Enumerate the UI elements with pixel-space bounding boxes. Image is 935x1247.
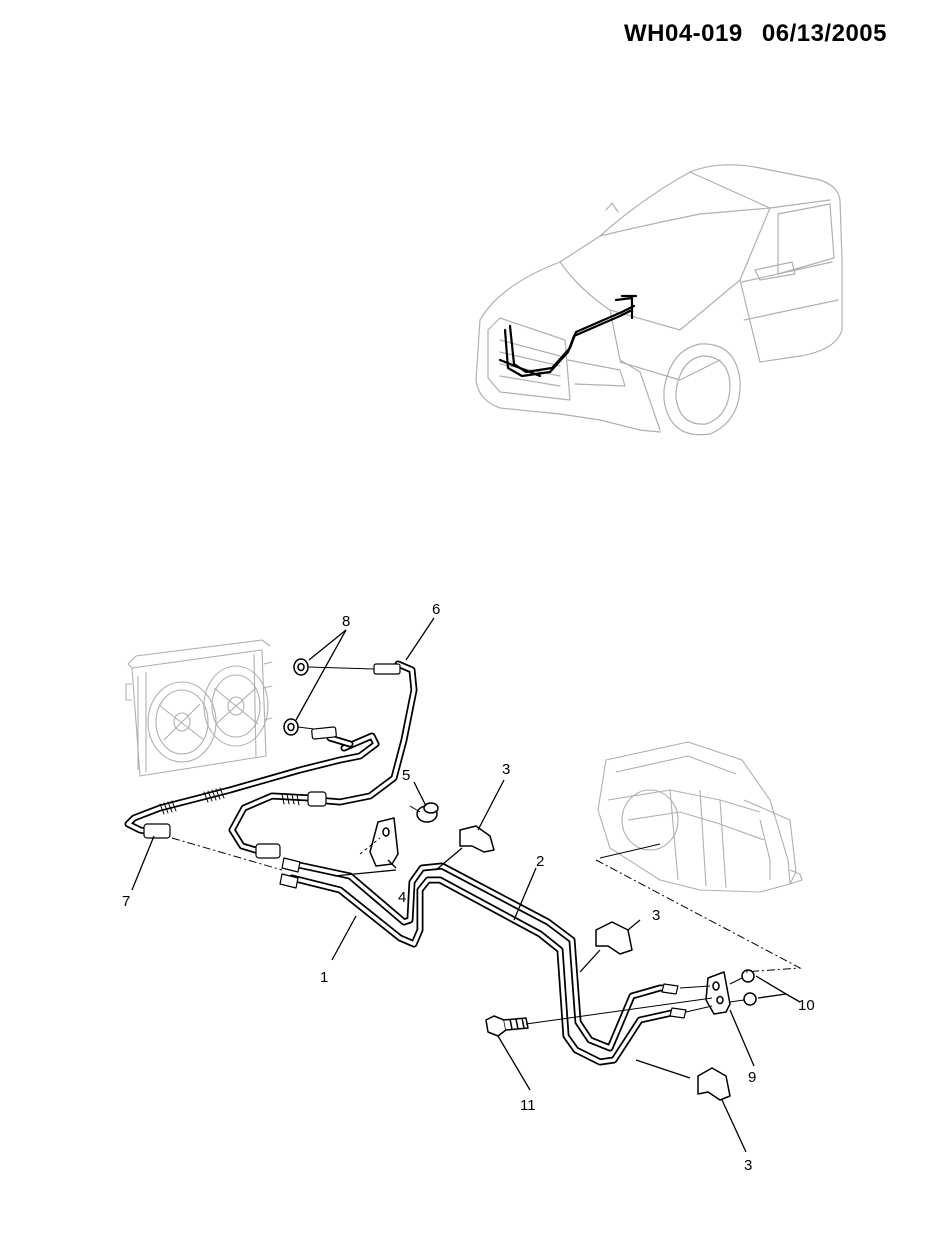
cooler-hose-lower: [124, 732, 380, 856]
callout-1: 1: [320, 969, 328, 986]
callout-9: 9: [748, 1069, 756, 1086]
document-id: WH04-019: [623, 20, 743, 47]
vehicle-overview: [475, 164, 843, 436]
callout-11: 11: [520, 1097, 536, 1114]
vehicle-cooler-lines: [498, 294, 638, 378]
callout-leaders: [131, 617, 801, 1153]
cooler-line-assembly: [124, 660, 687, 1066]
callout-7: 7: [122, 893, 130, 910]
assembly-lines: [171, 666, 802, 1025]
hose-sleeve-marks: [159, 787, 300, 815]
hose-fittings: [143, 663, 401, 859]
callout-2: 2: [536, 853, 544, 870]
callout-3c: 3: [744, 1157, 752, 1174]
document-header: WH04-019 06/13/2005: [624, 20, 887, 48]
part-bracket-9: [705, 971, 731, 1015]
part-clip-3c: [697, 1067, 731, 1101]
part-seals-10: [741, 969, 757, 1006]
part-bolt-11: [485, 1015, 529, 1037]
part-clip-3b: [595, 921, 633, 955]
radiator-fan-assembly: [125, 639, 273, 777]
callout-5: 5: [402, 767, 410, 784]
callout-3b: 3: [652, 907, 660, 924]
cooler-pipe-2: [290, 860, 672, 1052]
part-grommet-5: [416, 802, 439, 823]
transmission: [597, 741, 803, 893]
part-washers-8: [283, 658, 309, 736]
part-bracket-4: [369, 817, 399, 867]
callout-10: 10: [798, 997, 815, 1014]
cooler-pipe-1: [288, 874, 680, 1066]
part-clip-3a: [459, 825, 495, 853]
cooler-hose-6: [312, 660, 418, 806]
callout-6: 6: [432, 601, 440, 618]
callout-labels: 1 2 3 3 3 4 5 6 7 8 9 10 11: [122, 601, 815, 1174]
callout-4: 4: [398, 889, 406, 906]
callout-8: 8: [342, 613, 350, 630]
document-date: 06/13/2005: [761, 20, 887, 47]
callout-3a: 3: [502, 761, 510, 778]
